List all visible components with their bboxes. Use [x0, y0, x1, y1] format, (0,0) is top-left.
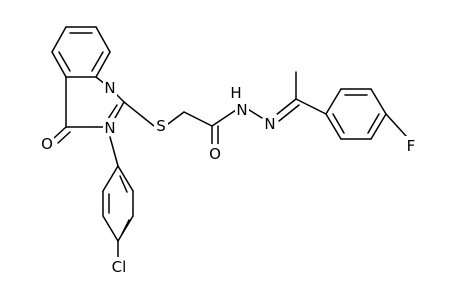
- bond: [109, 136, 119, 167]
- bond: [58, 51, 71, 72]
- fluorine-label: F: [407, 137, 416, 155]
- sulfur-label: S: [156, 117, 166, 135]
- bond: [53, 126, 67, 139]
- bond: [102, 165, 119, 192]
- ring-nitrogen-label: N: [104, 79, 115, 97]
- bond: [91, 51, 104, 72]
- bond: [367, 113, 380, 134]
- bond: [385, 113, 407, 137]
- bond: [325, 88, 342, 115]
- bond: [119, 175, 128, 193]
- ketone-oxygen-label: O: [41, 135, 53, 153]
- bond: [57, 131, 71, 144]
- bond: [211, 109, 237, 127]
- imine-nitrogen-label: N: [264, 115, 275, 133]
- bond: [121, 219, 130, 235]
- bond: [295, 98, 327, 115]
- bond: [117, 165, 134, 192]
- bond: [332, 113, 345, 134]
- amide-oxygen-label: O: [209, 145, 221, 163]
- bond: [123, 101, 155, 127]
- bond: [167, 111, 185, 125]
- chlorine-label: Cl: [112, 258, 127, 276]
- bond: [95, 26, 111, 53]
- ring-nitrogen-label: N: [104, 119, 115, 137]
- benzo-ring: [51, 26, 111, 78]
- atom-labels: N N O S O H N N F Cl: [40, 78, 417, 276]
- fluorophenyl-ring: [325, 88, 387, 140]
- bond: [51, 26, 67, 53]
- bond: [325, 113, 342, 140]
- bond: [370, 88, 387, 115]
- bond: [102, 215, 119, 242]
- bond: [370, 113, 387, 140]
- chlorophenyl-ring: [102, 165, 134, 242]
- bond: [51, 51, 67, 78]
- bond: [275, 98, 297, 116]
- amide-nitrogen-label: N: [236, 101, 247, 119]
- amide-hydrogen-label: H: [230, 84, 241, 102]
- bond: [95, 51, 111, 78]
- bond: [183, 111, 213, 127]
- bond: [278, 104, 300, 122]
